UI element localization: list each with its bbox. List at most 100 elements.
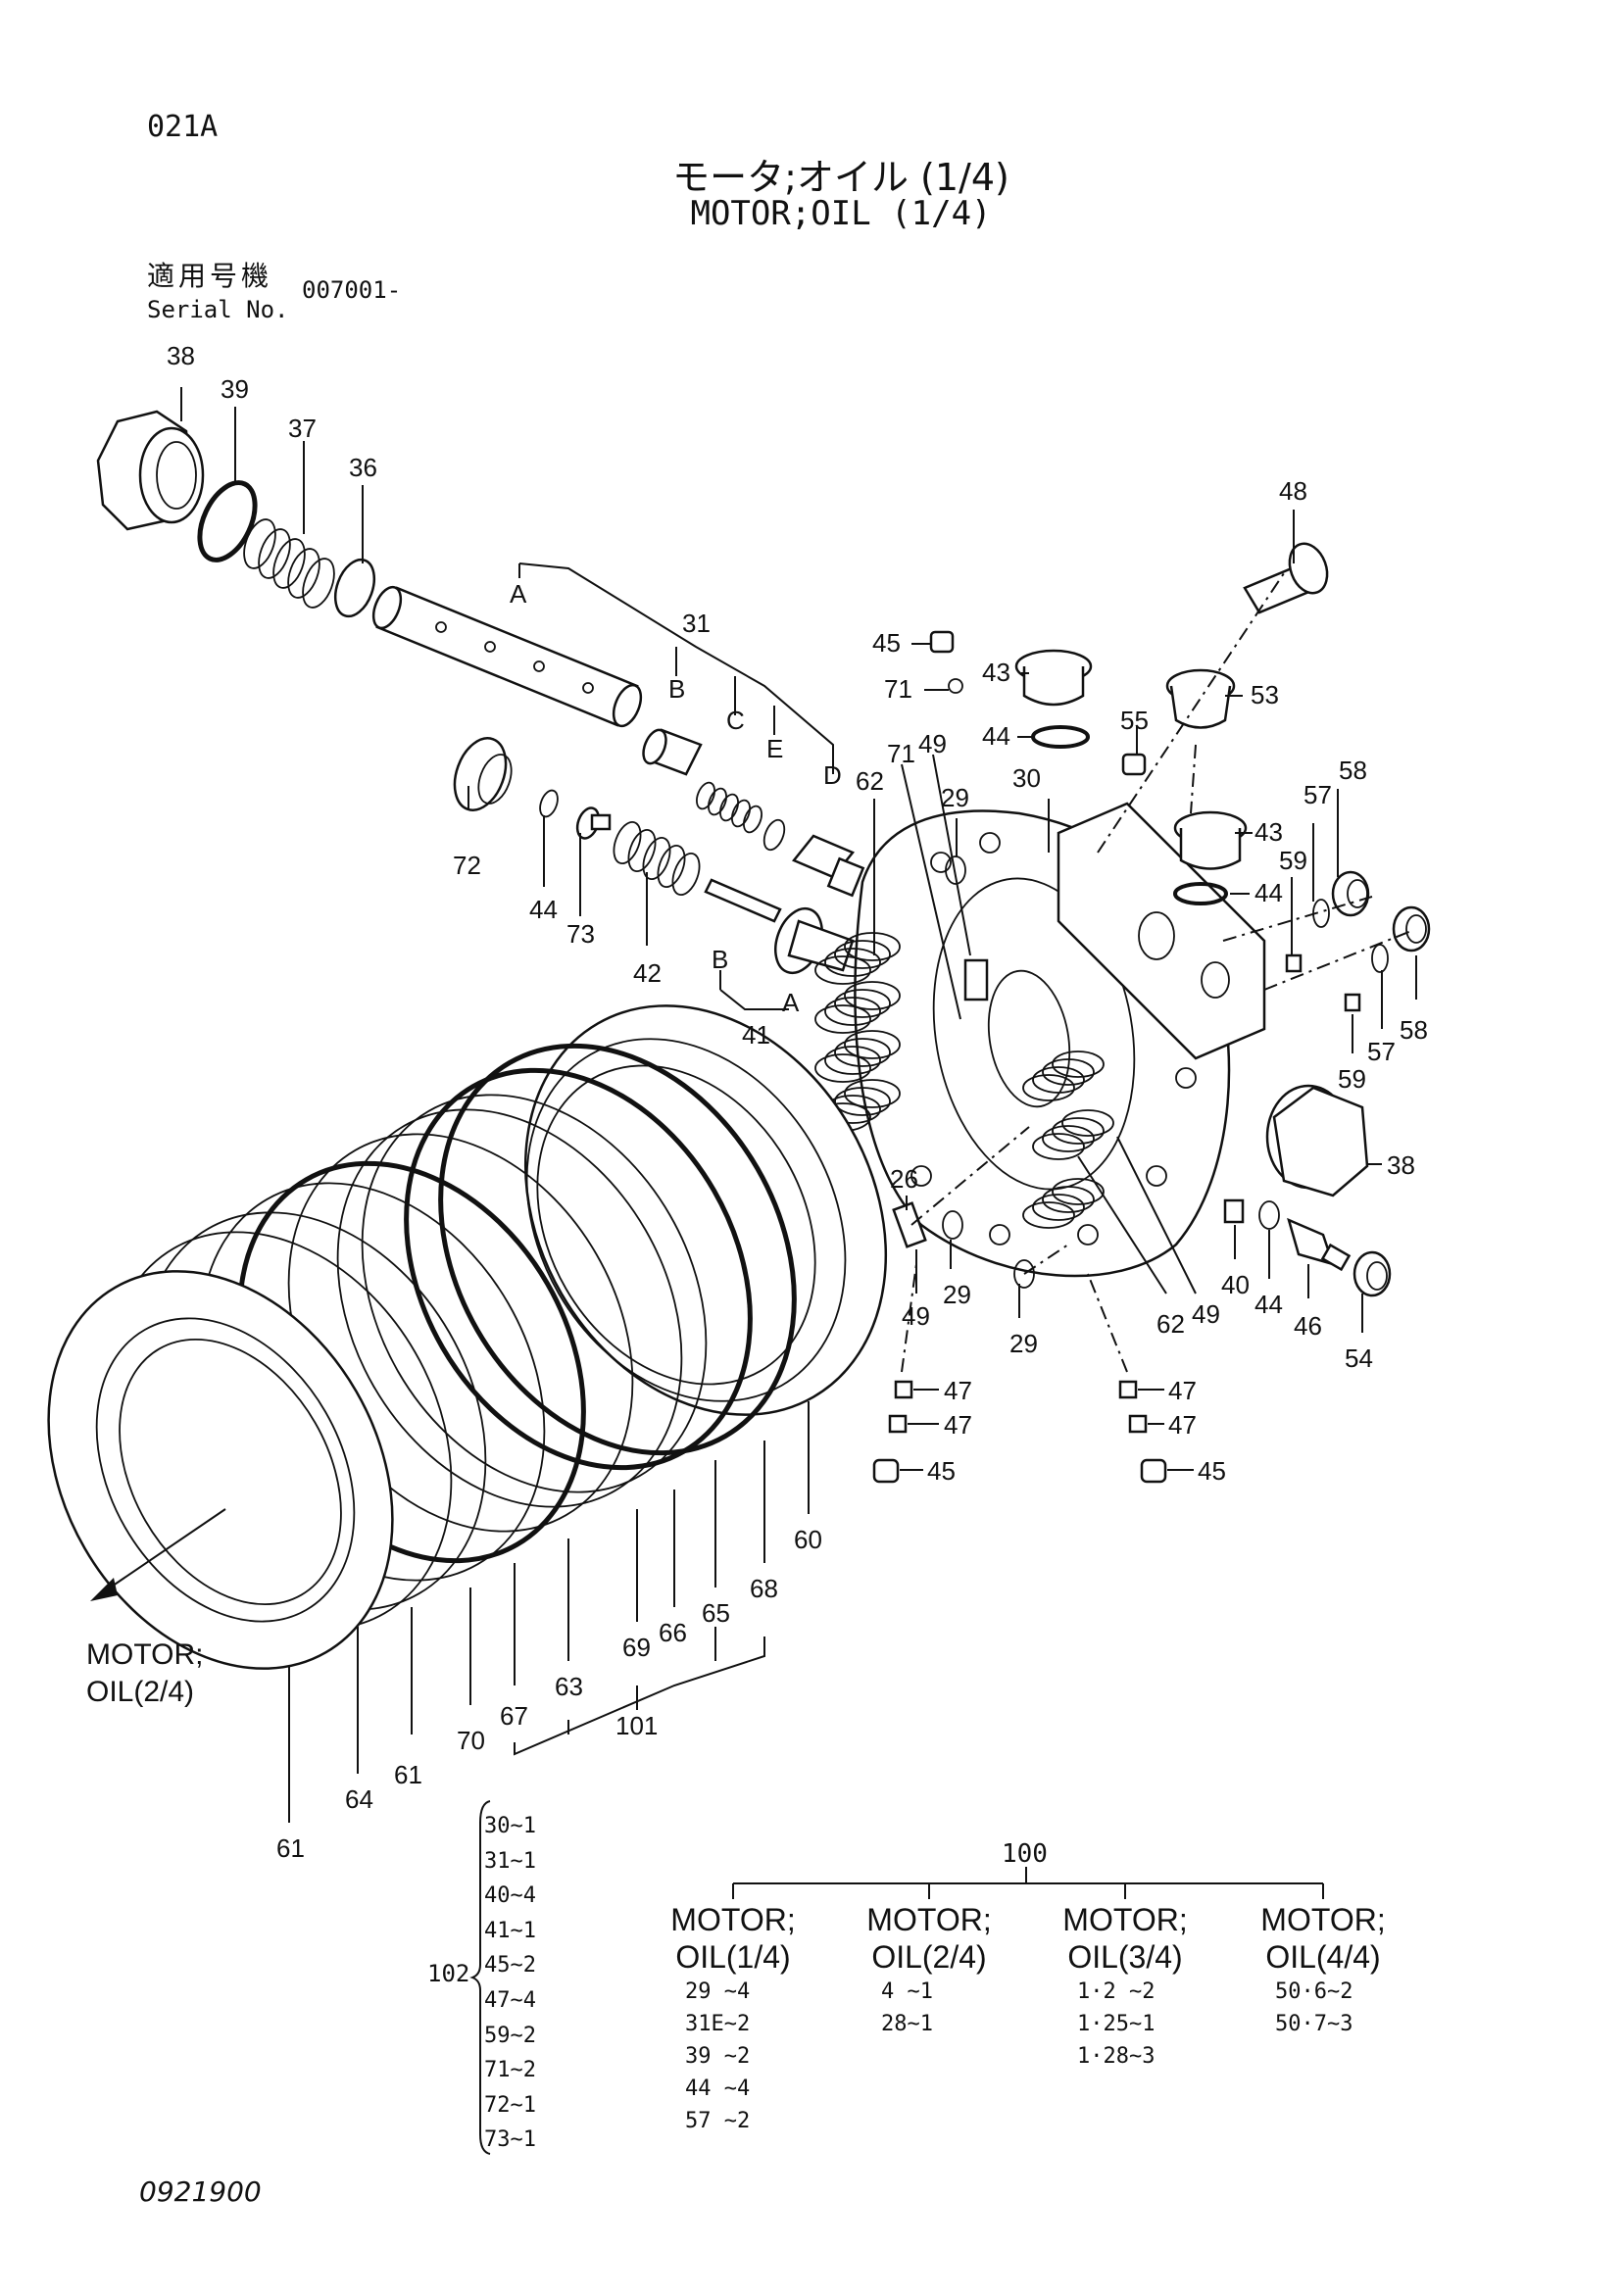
callout-41b: B <box>712 945 728 974</box>
plug-45-top <box>929 630 955 654</box>
callout-62-top: 62 <box>856 766 884 796</box>
callout-29-bottom: 29 <box>1009 1329 1038 1358</box>
kit-item: 47~4 <box>484 1987 536 2013</box>
column-heading-line1: MOTOR; <box>866 1902 992 1937</box>
callout-66: 66 <box>659 1618 687 1647</box>
column-ref: 50·7~3 <box>1275 2012 1353 2036</box>
kit-item: 41~1 <box>484 1918 536 1943</box>
arrow-to-next-page-icon <box>90 1578 118 1601</box>
callout-48: 48 <box>1279 476 1307 506</box>
callout-55: 55 <box>1120 706 1149 735</box>
callout-29-left: 29 <box>943 1280 971 1309</box>
callout-101: 101 <box>615 1711 658 1740</box>
plug-58-upper <box>1331 870 1370 917</box>
ring-36 <box>333 558 376 618</box>
page-code: 021A <box>147 110 219 144</box>
callout-68: 68 <box>750 1574 778 1603</box>
assembly-column-oil-3-4: MOTOR; OIL(3/4) 1·2 ~2 1·25~1 1·28~3 <box>1032 1901 1218 2073</box>
callout-47-b: 47 <box>944 1410 972 1440</box>
assembly-100-label: 100 <box>1002 1839 1048 1869</box>
assembly-column-oil-4-4: MOTOR; OIL(4/4) 50·6~2 50·7~3 <box>1230 1901 1416 2040</box>
callout-45-bottom-left: 45 <box>927 1456 956 1486</box>
column-ref: 1·28~3 <box>1077 2044 1156 2069</box>
callout-44-upper: 44 <box>982 721 1010 751</box>
plug-47-a <box>894 1380 913 1399</box>
plug-38-right <box>1265 1084 1369 1197</box>
callout-49-bottom-left: 49 <box>902 1301 930 1331</box>
callout-31d: D <box>823 760 842 790</box>
valve-body-block <box>1057 802 1266 1060</box>
callout-38-upper: 38 <box>167 341 195 370</box>
callout-38-right: 38 <box>1387 1150 1415 1180</box>
fitting-46 <box>1287 1217 1352 1272</box>
callout-63: 63 <box>555 1672 583 1701</box>
callout-69: 69 <box>622 1633 651 1662</box>
column-heading-line1: MOTOR; <box>1260 1902 1386 1937</box>
plug-31d <box>791 834 865 898</box>
column-heading-line2: OIL(4/4) <box>1265 1939 1381 1975</box>
callout-44-left: 44 <box>529 895 558 924</box>
callout-54: 54 <box>1345 1343 1373 1373</box>
callout-64: 64 <box>345 1784 373 1814</box>
callout-31e: E <box>766 734 783 763</box>
callout-37: 37 <box>288 414 317 443</box>
callout-44-mid: 44 <box>1254 878 1283 907</box>
o-ring-44-right <box>1258 1200 1280 1230</box>
kit-102-list: 30~1 31~1 40~4 41~1 45~2 47~4 59~2 71~2 … <box>484 1809 536 2158</box>
callout-58-upper: 58 <box>1339 756 1367 785</box>
callout-36: 36 <box>349 453 377 482</box>
next-page-ref-line1: MOTOR; <box>86 1638 203 1671</box>
plug-47-d <box>1128 1414 1148 1434</box>
callout-73: 73 <box>566 919 595 949</box>
callout-29-top: 29 <box>941 783 969 812</box>
callout-59-upper: 59 <box>1279 846 1307 875</box>
ring-68 <box>438 1043 797 1456</box>
plate-61-front <box>47 1270 394 1670</box>
next-page-ref-line2: OIL(2/4) <box>86 1676 194 1708</box>
o-ring-29-left <box>942 1210 963 1240</box>
ring-65 <box>404 1067 753 1471</box>
plug-47-c <box>1118 1380 1138 1399</box>
callout-41: 41 <box>742 1020 770 1050</box>
plug-53 <box>1165 668 1236 729</box>
callout-44-right: 44 <box>1254 1290 1283 1319</box>
column-heading-line2: OIL(1/4) <box>675 1939 791 1975</box>
callout-60: 60 <box>794 1525 822 1554</box>
plug-45-br <box>1140 1458 1167 1484</box>
o-ring-57-lower <box>1371 944 1389 973</box>
kit-item: 72~1 <box>484 2092 536 2118</box>
o-ring-44-mid <box>1173 882 1228 905</box>
callout-31a: A <box>510 579 527 609</box>
callout-67: 67 <box>500 1701 528 1731</box>
callout-43-lower: 43 <box>1254 817 1283 847</box>
callout-40: 40 <box>1221 1270 1250 1299</box>
pin-71-top <box>948 678 963 694</box>
callout-43-upper: 43 <box>982 658 1010 687</box>
plug-73 <box>575 806 612 840</box>
kit-item: 31~1 <box>484 1848 536 1874</box>
callout-41a: A <box>782 988 800 1017</box>
assembly-column-oil-1-4: MOTOR; OIL(1/4) 29 ~4 31E~2 39 ~2 44 ~4 … <box>640 1901 826 2137</box>
o-ring-29-bottom <box>1013 1259 1035 1289</box>
column-ref: 1·2 ~2 <box>1077 1979 1156 2004</box>
callout-71-top: 71 <box>884 674 912 704</box>
kit-item: 40~4 <box>484 1883 536 1909</box>
callout-62-bottom: 62 <box>1156 1309 1185 1339</box>
callout-31c: C <box>726 706 745 735</box>
column-ref: 50·6~2 <box>1275 1979 1353 2004</box>
callout-47-a: 47 <box>944 1376 972 1405</box>
plug-38-upper <box>96 410 205 531</box>
callout-71-mid: 71 <box>887 739 915 768</box>
spring-42 <box>613 821 701 896</box>
callout-70: 70 <box>457 1726 485 1755</box>
callout-47-d: 47 <box>1168 1410 1197 1440</box>
column-ref: 31E~2 <box>685 2012 751 2036</box>
serial-label-english: Serial No. <box>147 296 289 323</box>
spool-31 <box>371 585 643 728</box>
spring-37 <box>243 518 335 609</box>
plug-48 <box>1243 542 1329 614</box>
plug-59-lower <box>1344 993 1361 1012</box>
sleeve-31b <box>642 728 703 776</box>
callout-59-lower: 59 <box>1338 1064 1366 1094</box>
springs-62-left <box>814 932 901 1132</box>
